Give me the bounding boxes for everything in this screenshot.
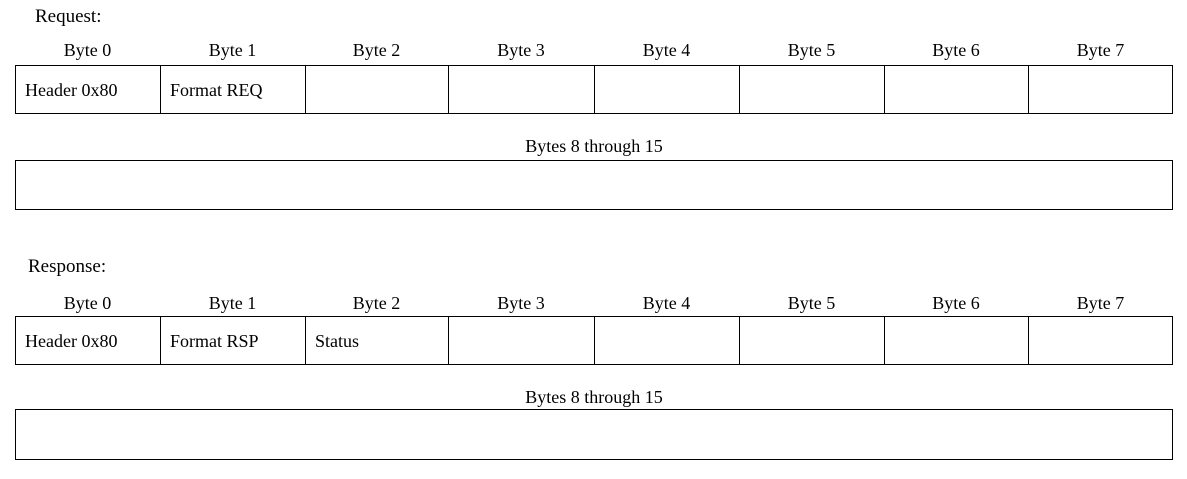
request-byte-header-0: Byte 0 [63,40,112,60]
response-byte-cell-5 [740,317,885,364]
request-extended-bytes-box [15,160,1173,210]
response-byte-cell-4 [595,317,740,364]
response-byte-cell-1-text: Format RSP [170,330,259,351]
request-byte-cell-4 [595,66,740,113]
request-byte-cell-1: Format REQ [161,66,306,113]
request-byte-cell-6 [885,66,1029,113]
response-byte-header-0: Byte 0 [63,293,112,313]
response-byte-header-4: Byte 4 [642,293,691,313]
response-byte-cell-2-text: Status [315,330,360,351]
request-byte-header-3: Byte 3 [497,40,545,60]
request-byte-row: Header 0x80 Format REQ [15,65,1173,114]
request-byte-header-7: Byte 7 [1076,40,1125,60]
response-byte-header-1: Byte 1 [208,293,257,313]
response-byte-header-6: Byte 6 [932,293,980,313]
response-byte-header-7: Byte 7 [1076,293,1125,313]
request-byte-header-row: Byte 0 Byte 1 Byte 2 Byte 3 Byte 4 Byte … [15,38,1173,62]
response-byte-cell-0: Header 0x80 [16,317,161,364]
request-byte-header-5: Byte 5 [787,40,836,60]
response-byte-header-3: Byte 3 [497,293,545,313]
request-byte-cell-0: Header 0x80 [16,66,161,113]
response-byte-cell-1: Format RSP [161,317,306,364]
request-byte-header-1: Byte 1 [208,40,257,60]
response-byte-header-row: Byte 0 Byte 1 Byte 2 Byte 3 Byte 4 Byte … [15,291,1173,315]
request-byte-cell-7 [1029,66,1174,113]
request-extended-bytes-label: Bytes 8 through 15 [525,136,663,156]
request-byte-cell-1-text: Format REQ [170,79,263,100]
response-byte-row: Header 0x80 Format RSP Status [15,316,1173,365]
request-byte-cell-0-text: Header 0x80 [25,79,118,100]
request-byte-cell-5 [740,66,885,113]
response-extended-bytes-text [16,411,25,431]
response-byte-cell-0-text: Header 0x80 [25,330,118,351]
request-byte-header-2: Byte 2 [352,40,401,60]
request-extended-bytes-text [16,162,25,182]
response-extended-bytes-box [15,409,1173,460]
request-section-title: Request: [35,6,102,27]
request-byte-cell-3 [449,66,595,113]
response-section-title: Response: [28,256,107,277]
request-byte-cell-2 [306,66,449,113]
response-byte-cell-3 [449,317,595,364]
response-byte-header-2: Byte 2 [352,293,401,313]
response-byte-header-5: Byte 5 [787,293,836,313]
response-extended-bytes-label: Bytes 8 through 15 [525,387,663,407]
response-byte-cell-7 [1029,317,1174,364]
request-byte-header-6: Byte 6 [932,40,980,60]
response-byte-cell-2: Status [306,317,449,364]
response-byte-cell-6 [885,317,1029,364]
request-byte-header-4: Byte 4 [642,40,691,60]
